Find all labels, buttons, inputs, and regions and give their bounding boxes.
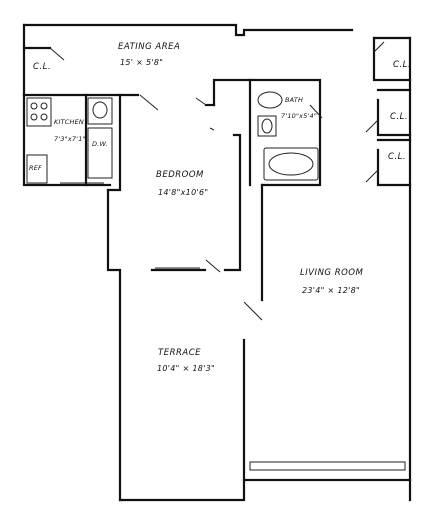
bedroom-name: BEDROOM [156, 170, 204, 180]
outer-walls [22, 23, 412, 502]
closet-right-label-1: C.L. [393, 60, 412, 70]
bath-walls [248, 78, 323, 302]
dishwasher-icon [87, 127, 113, 179]
terrace-dims: 10'4" × 18'3" [157, 364, 215, 373]
terrace-name: TERRACE [158, 348, 201, 358]
kitchen-name: KITCHEN [54, 118, 84, 126]
bath-dims: 7'10"x5'4" [281, 112, 318, 120]
living-room-dims: 23'4" × 12'8" [302, 286, 360, 295]
dishwasher-label: D.W. [92, 140, 108, 148]
closet-left-label: C.L. [33, 62, 52, 72]
bedroom-walls [106, 78, 252, 273]
bedroom-dims: 14'8"x10'6" [158, 188, 209, 197]
bath-sink-icon [257, 115, 277, 137]
stove-icon [26, 97, 52, 127]
refrigerator-icon [26, 154, 48, 184]
closet-right-label-2: C.L. [390, 112, 409, 122]
eating-area-name: EATING AREA [118, 42, 181, 52]
kitchen-walls [26, 93, 113, 187]
living-room-name: LIVING ROOM [300, 268, 364, 278]
refrigerator-label: REF [29, 164, 42, 172]
eating-area-dims: 15' × 5'8" [120, 58, 164, 67]
closet-left-walls [22, 46, 65, 61]
toilet-icon [257, 91, 283, 109]
kitchen-dims: 7'3"x7'1" [54, 135, 86, 143]
closet-right-walls [365, 36, 412, 187]
living-terrace-walls [60, 182, 406, 482]
closet-right-label-3: C.L. [388, 152, 407, 162]
bath-name: BATH [285, 96, 304, 104]
bathtub-icon [263, 147, 319, 181]
